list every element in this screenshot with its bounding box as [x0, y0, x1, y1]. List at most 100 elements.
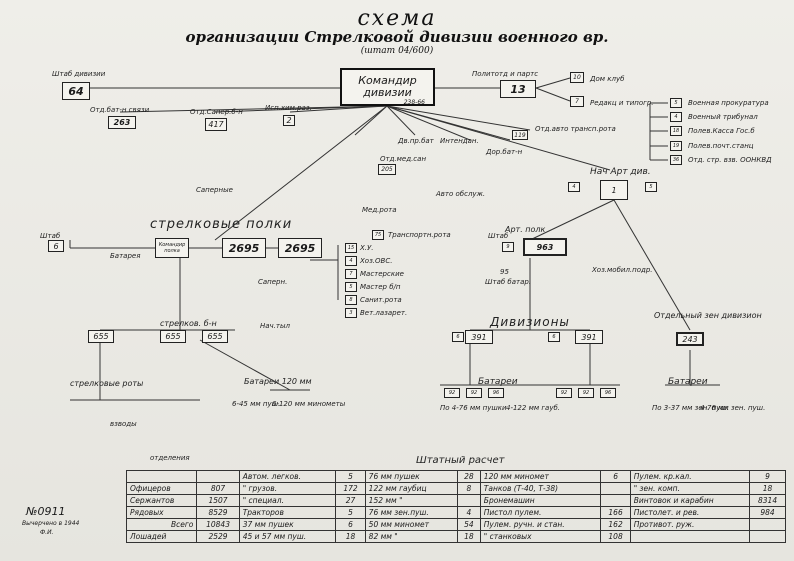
table-cell: 2529 [196, 530, 240, 543]
table-cell [749, 518, 786, 531]
doc-note1: Вычерчено в 1944 [22, 520, 80, 527]
table-cell [600, 494, 631, 507]
prokuratura-box: 5 [670, 98, 682, 108]
svc-san-box: 8 [345, 295, 357, 305]
transport-label: Транспортн.рота [388, 231, 451, 239]
art-polk-label: Арт. полк [505, 225, 546, 234]
rifle-batareya-label: Батарея [110, 252, 141, 260]
otdeleniya-label: отделения [150, 454, 190, 462]
table-cell [600, 482, 631, 495]
med-san-box: 205 [378, 164, 396, 175]
strelkovye-bat-label: стрелков. б-н [160, 319, 217, 328]
table-cell: Винтовок и карабин [629, 494, 751, 507]
politotdel-box: 13 [500, 80, 536, 98]
art-shtab-bat: 95 [500, 268, 509, 276]
transport-box: 75 [372, 230, 384, 240]
table-cell [629, 530, 751, 543]
table-cell: 6 [600, 470, 631, 483]
nach-art-label: Нач Арт див. [590, 167, 651, 177]
medrota-label: Мед.рота [362, 206, 397, 214]
bat-655-c: 655 [202, 330, 228, 343]
polk-a-box: 2695 [222, 238, 266, 258]
bat-b1: 92 [444, 388, 460, 398]
table-cell: 82 мм " [364, 530, 459, 543]
table-cell: 28 [457, 470, 481, 483]
table-cell: 162 [600, 518, 631, 531]
table-cell: 27 [335, 494, 366, 507]
redakciya-label: Редакц и типогр. [590, 99, 654, 107]
svc-hu-label: Х.У. [360, 244, 374, 252]
table-cell: 8529 [196, 506, 240, 519]
svc-vet-box: 3 [345, 308, 357, 318]
guns-b-label: 4-122 мм гауб. [506, 404, 561, 412]
table-cell: 108 [600, 530, 631, 543]
table-cell: 6 [335, 518, 366, 531]
table-cell: 122 мм гаубиц [364, 482, 459, 495]
commander-count: 238-66 [403, 99, 425, 106]
svc-ovs-label: Хоз.ОВС. [360, 257, 393, 265]
table-cell: Пистол пулем. [479, 506, 602, 519]
isp-him-box: 2 [283, 115, 295, 126]
svc-san-label: Санит.рота [360, 296, 402, 304]
tribunal-label: Военный трибунал [688, 113, 758, 121]
shtab-div-box: 64 [62, 82, 90, 100]
otd-bat-svyazi-box: 263 [108, 116, 136, 129]
otd-saper-label: Отд.Сапер.б-н [190, 108, 243, 116]
bat-655-b: 655 [160, 330, 186, 343]
zen-batarei-label: Батареи [668, 377, 708, 387]
bat-b2: 92 [466, 388, 482, 398]
table-cell: 152 мм " [364, 494, 459, 507]
div-a-box: 391 [465, 330, 493, 344]
nkvd-box: 36 [670, 155, 682, 165]
pochta-box: 19 [670, 141, 682, 151]
komand-polka-box: Командир полка [155, 238, 189, 258]
svc-vet-label: Вет.лазарет. [360, 309, 408, 317]
bat-b5: 92 [578, 388, 594, 398]
table-cell: Пистолет. и рев. [629, 506, 751, 519]
prokuratura-label: Военная прокуратура [688, 99, 769, 107]
nach-art-shtab-a: 4 [568, 182, 580, 192]
med-san-label: Отд.мед.сан [380, 155, 427, 163]
svc-ovs-box: 4 [345, 256, 357, 266]
bat-120-a: 6-45 мм пуш. [232, 400, 281, 408]
nach-art-shtab-b: 5 [645, 182, 657, 192]
table-cell: 984 [749, 506, 786, 519]
doc-note2: Ф.И. [40, 529, 54, 536]
commander-line1: Командир [358, 74, 417, 87]
table-cell: 5 [335, 470, 366, 483]
doc-number: №0911 [26, 505, 66, 518]
isp-him-label: Исп.хим.раз. [265, 104, 312, 112]
zen-guns-a: По 3-37 мм зен. пуш. [652, 404, 730, 412]
table-cell: 172 [335, 482, 366, 495]
art-polk-box: 963 [523, 238, 567, 256]
otd-bat-svyazi-label: Отд.бат-н связи [90, 106, 150, 114]
table-cell: Тракторов [238, 506, 337, 519]
commander-box: Командир дивизии 238-66 [340, 68, 435, 106]
table-cell: " станковых [479, 530, 602, 543]
bat-b6: 96 [600, 388, 616, 398]
table-cell: 18 [457, 530, 481, 543]
bat-655-a: 655 [88, 330, 114, 343]
avtotr-obsl-label: Авто обслуж. [436, 190, 486, 198]
rifle-shtab-box: 6 [48, 240, 64, 252]
dom-klub-label: Дом клуб [590, 75, 625, 83]
otd-zen-label: Отдельный зен дивизион [654, 311, 762, 320]
nkvd-label: Отд. стр. взв. ООНКВД [688, 156, 772, 164]
guns-a-label: По 4-76 мм пушки [440, 404, 507, 412]
strelk-roty-label: стрелковые роты [70, 379, 144, 388]
svc-mast-label: Мастерские [360, 270, 404, 278]
table-cell: 18 [749, 482, 786, 495]
table-cell: 8 [457, 482, 481, 495]
table-cell: 8314 [749, 494, 786, 507]
table-cell: 4 [457, 506, 481, 519]
table-cell: 807 [196, 482, 240, 495]
table-cell [749, 530, 786, 543]
table-cell: Бронемашин [479, 494, 602, 507]
shtab-div-label: Штаб дивизии [52, 70, 106, 78]
dom-klub-box: 10 [570, 72, 584, 83]
div-shtab-a: 6 [452, 332, 464, 342]
table-cell: Рядовых [125, 506, 198, 519]
